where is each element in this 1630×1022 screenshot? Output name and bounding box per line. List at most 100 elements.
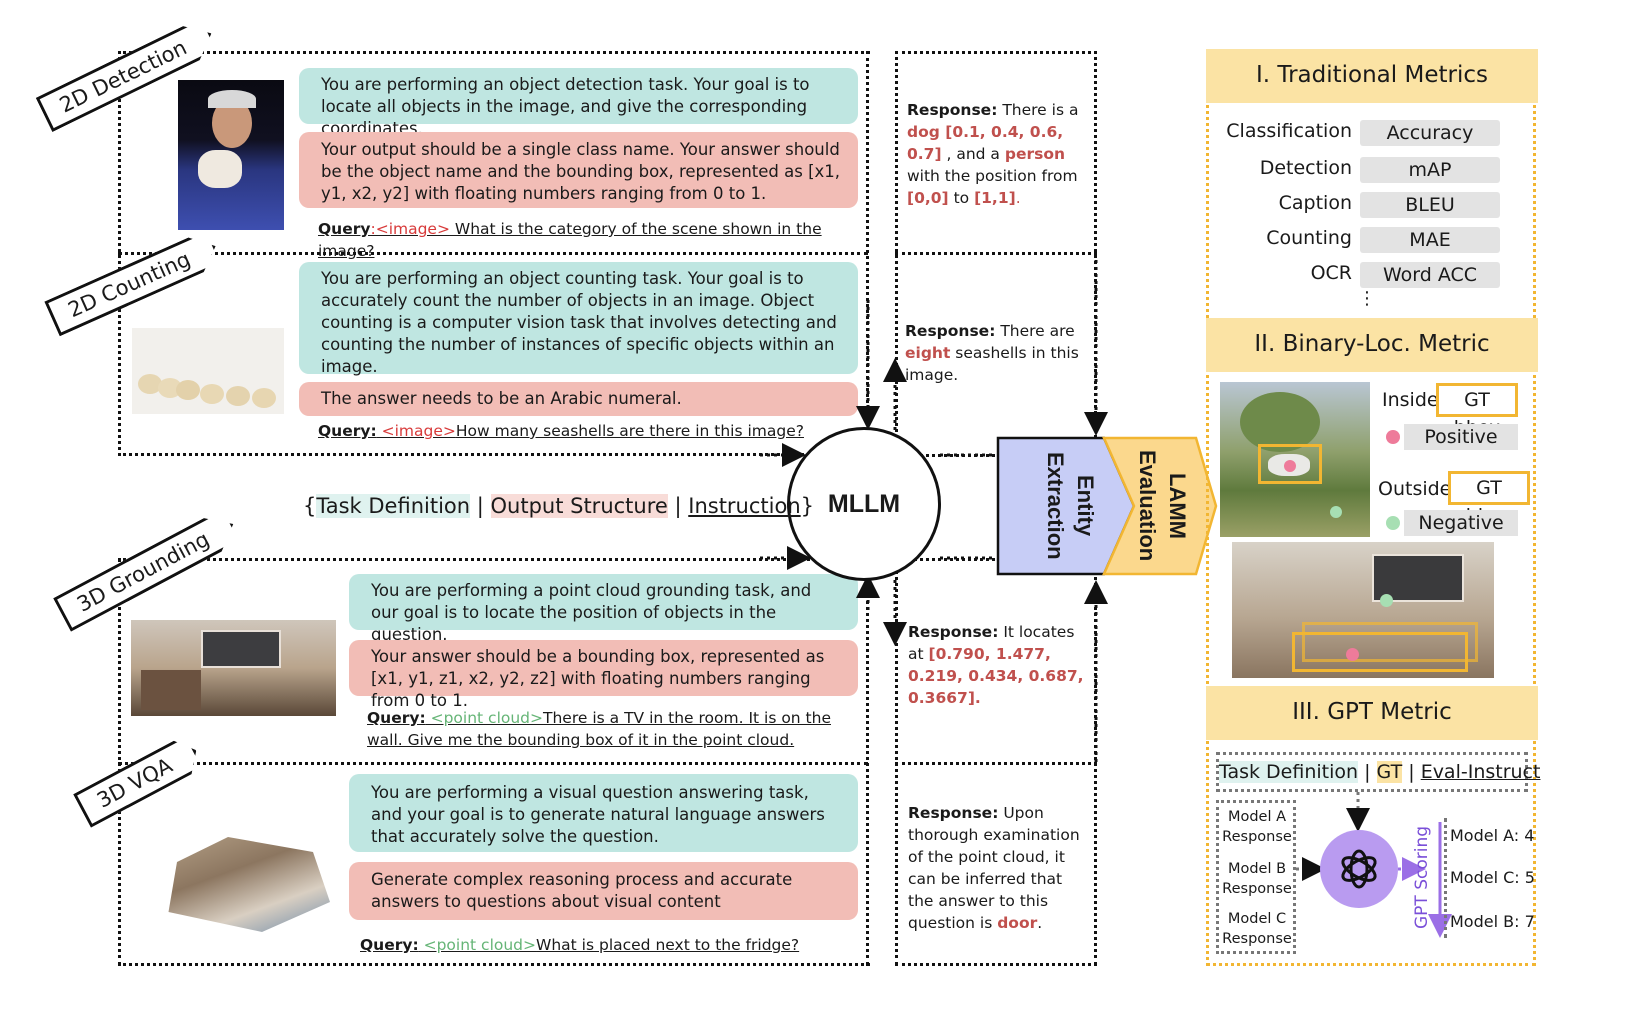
gpt-eval-instruct: Eval-Instruct <box>1420 761 1541 783</box>
metric-task-classification: Classification <box>1226 120 1352 142</box>
grounding-task-definition: You are performing a point cloud groundi… <box>349 574 858 644</box>
positive-dot <box>1386 430 1400 444</box>
grounding-point-cloud <box>131 620 336 716</box>
detection-output-structure: Your output should be a single class nam… <box>299 132 858 208</box>
response-text: It locates at <box>908 623 1075 663</box>
response-label: Response: <box>908 623 999 641</box>
query-label: Query <box>318 220 371 238</box>
vqa-response: Response: Upon thorough examination of t… <box>908 802 1092 934</box>
model-responses-box: Model A Response Model B Response Model … <box>1216 800 1296 954</box>
legend-separator: | <box>470 494 491 518</box>
gpt-metric-header: III. GPT Metric <box>1206 686 1538 740</box>
metric-map: mAP <box>1360 157 1500 183</box>
query-label: Query: <box>318 422 377 440</box>
positive-label: Positive <box>1404 424 1518 450</box>
response-divider-2 <box>895 454 1097 457</box>
response-text: . <box>1037 914 1043 932</box>
model-b-response: Model B Response <box>1222 861 1292 897</box>
query-text: What is the category of the scene shown … <box>318 220 822 260</box>
openai-logo-icon <box>1341 849 1377 889</box>
response-text: Upon thorough examination of the point c… <box>908 804 1080 932</box>
detection-task-definition: You are performing an object detection t… <box>299 68 858 138</box>
gpt-task-definition: Task Definition <box>1219 761 1359 783</box>
gpt-scoring-label: GPT Scoring <box>1412 825 1432 929</box>
score-model-b: Model B: 7 <box>1450 912 1535 931</box>
response-text: with the position from <box>907 167 1078 185</box>
response-highlight: [1,1] <box>974 189 1016 207</box>
metric-mae: MAE <box>1360 227 1500 253</box>
grounding-output-structure: Your answer should be a bounding box, re… <box>349 640 858 710</box>
grounding-divider <box>118 762 868 765</box>
response-label: Response: <box>905 322 996 340</box>
outside-label: Outside <box>1378 478 1452 500</box>
gpt-separator: | <box>1402 761 1421 783</box>
negative-label: Negative <box>1404 510 1518 536</box>
mllm-circle: MLLM <box>787 427 941 581</box>
response-divider-4 <box>895 762 1097 765</box>
room-point-cloud-image <box>1232 542 1494 678</box>
score-model-a: Model A: 4 <box>1450 826 1535 845</box>
response-highlight: eight <box>905 344 951 362</box>
response-text: . <box>1015 189 1021 207</box>
metric-task-ocr: OCR <box>1310 262 1352 284</box>
query-pointcloud-token: <point cloud> <box>425 709 544 727</box>
binary-loc-header: II. Binary-Loc. Metric <box>1206 318 1538 372</box>
grounding-response: Response: It locates at [0.790, 1.477, 0… <box>908 621 1084 709</box>
detection-image <box>178 80 284 230</box>
legend-brace: { <box>303 494 317 518</box>
response-text: There is a <box>997 101 1079 119</box>
traditional-metrics-header: I. Traditional Metrics <box>1206 49 1538 103</box>
outside-gt-bbox: GT bbox <box>1448 471 1530 527</box>
detection-response: Response: There is a dog [0.1, 0.4, 0.6,… <box>907 99 1087 209</box>
model-a-response: Model A Response <box>1222 809 1292 845</box>
legend-brace: } <box>800 494 815 518</box>
prompt-legend: {Task Definition | Output Structure | In… <box>303 494 814 518</box>
inside-label: Inside <box>1382 389 1439 411</box>
scores-box <box>1444 818 1536 938</box>
left-right-edge-top <box>866 51 869 421</box>
entity-extraction-label: Entity Extraction <box>1043 452 1098 560</box>
metrics-panel-border <box>1206 100 1536 966</box>
metric-task-caption: Caption <box>1278 192 1352 214</box>
query-image-token: :<image> <box>370 220 450 238</box>
query-text: How many seashells are there in this ima… <box>455 422 804 440</box>
gpt-logo-icon <box>1320 830 1398 908</box>
legend-separator: | <box>667 494 689 518</box>
metrics-ellipsis: ⋮ <box>1358 288 1376 309</box>
grounding-query: Query: <point cloud>There is a TV in the… <box>367 707 857 751</box>
counting-task-definition: You are performing an object counting ta… <box>299 262 858 376</box>
vqa-output-structure: Generate complex reasoning process and a… <box>349 862 858 920</box>
model-c-response: Model C Response <box>1222 911 1292 947</box>
response-text: to <box>948 189 975 207</box>
metric-accuracy: Accuracy <box>1360 120 1500 146</box>
response-highlight: [0.790, 1.477, 0.219, 0.434, 0.687, 0.36… <box>908 645 1084 707</box>
response-highlight: door <box>997 914 1038 932</box>
query-label: Query: <box>367 709 426 727</box>
counting-query: Query: <image>How many seashells are the… <box>318 420 858 442</box>
gpt-prompt-box: Task Definition | GT | Eval-Instruct <box>1216 752 1540 792</box>
vqa-query: Query: <point cloud>What is placed next … <box>360 934 860 956</box>
counting-image <box>132 328 284 414</box>
counting-output-structure: The answer needs to be an Arabic numeral… <box>299 382 858 416</box>
score-model-c: Model C: 5 <box>1450 868 1535 887</box>
negative-dot <box>1386 516 1400 530</box>
mllm-label: MLLM <box>827 489 901 518</box>
metric-bleu: BLEU <box>1360 192 1500 218</box>
query-label: Query: <box>360 936 419 954</box>
gpt-separator: | <box>1358 761 1377 783</box>
left-right-edge-bottom <box>866 582 869 966</box>
vqa-point-cloud <box>150 822 338 940</box>
query-text: There is a TV in the room. It is on the … <box>367 709 831 749</box>
metric-task-detection: Detection <box>1259 157 1352 179</box>
detection-divider <box>118 252 868 255</box>
counting-response: Response: There are eight seashells in t… <box>905 320 1085 386</box>
vqa-task-definition: You are performing a visual question ans… <box>349 774 858 852</box>
response-highlight: [0,0] <box>907 189 949 207</box>
response-divider-3 <box>895 558 1097 561</box>
response-label: Response: <box>908 804 999 822</box>
query-pointcloud-token: <point cloud> <box>418 936 537 954</box>
horse-image <box>1220 382 1370 537</box>
metric-word-acc: Word ACC <box>1360 262 1500 288</box>
response-text: , and a <box>941 145 1005 163</box>
